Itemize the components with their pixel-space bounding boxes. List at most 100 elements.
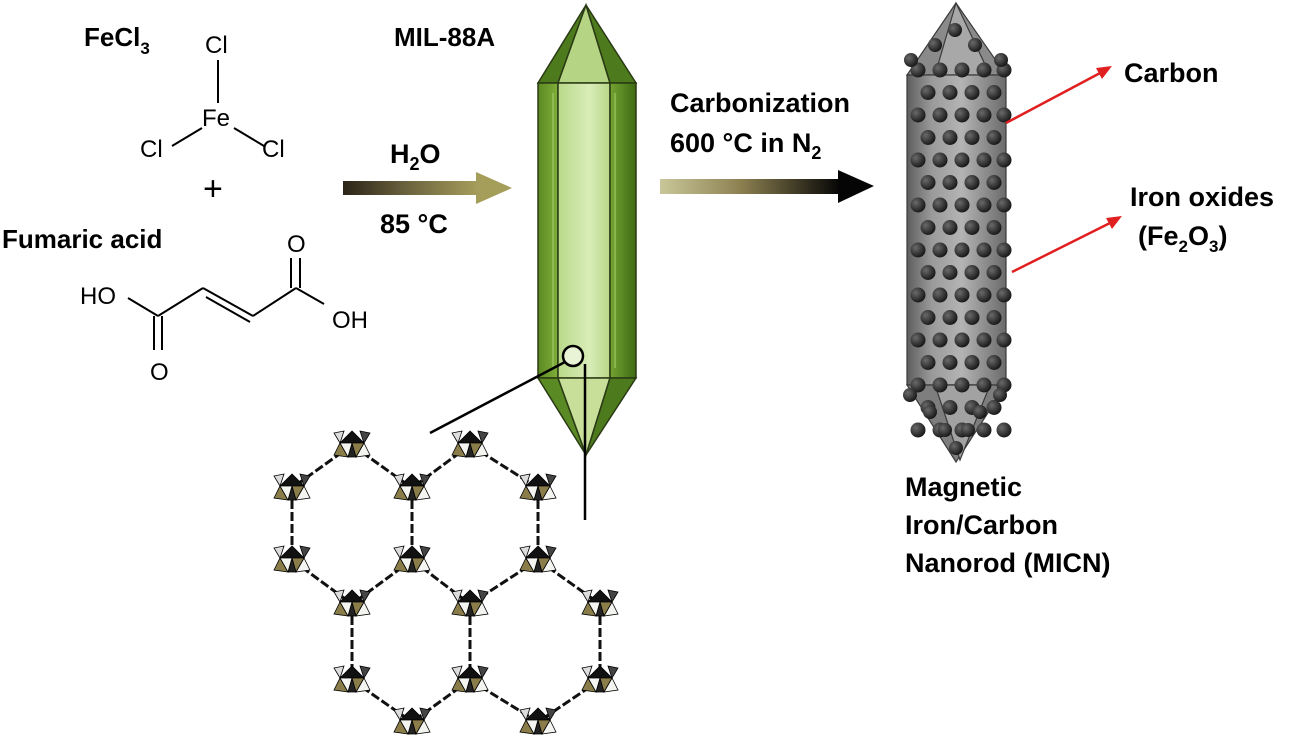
particle-dot [949, 441, 963, 455]
particle-dot [964, 85, 980, 100]
particle-dot [932, 62, 948, 78]
particle-dot [903, 388, 917, 402]
particle-dot [920, 265, 936, 280]
particle-dot [904, 53, 918, 67]
framework-node [451, 589, 489, 618]
mil-88a-crystal [536, 2, 638, 458]
product-name-line1: Magnetic [905, 472, 1022, 502]
fecl3-label: FeCl3 [84, 22, 150, 58]
fecl3-atom-cl-top: Cl [205, 32, 228, 59]
particle-dot [986, 220, 1002, 235]
framework-node [519, 545, 557, 574]
plus-sign: + [203, 170, 223, 208]
particle-dot [976, 377, 992, 393]
fumaric-atom-o-top: O [287, 231, 306, 258]
framework-node [393, 473, 431, 502]
particle-dot [942, 355, 958, 370]
particle-dot [954, 377, 970, 393]
particle-dot [993, 388, 1007, 402]
framework-node [273, 473, 311, 502]
particle-dot [932, 107, 948, 123]
particle-dot [910, 62, 926, 78]
particle-dot [986, 130, 1002, 145]
particle-dot [996, 422, 1012, 438]
particle-dot [996, 332, 1012, 348]
iron-oxides-label: Iron oxides [1130, 182, 1274, 212]
zoom-callout [429, 344, 587, 520]
particle-dot [910, 332, 926, 348]
particle-dot [994, 53, 1008, 67]
particle-dot [996, 107, 1012, 123]
iron-oxide-particles [903, 23, 1012, 455]
particle-dot [964, 220, 980, 235]
carbon-pointer [1005, 66, 1112, 125]
particle-dot [996, 197, 1012, 213]
particle-dot [920, 310, 936, 325]
particle-dot [976, 197, 992, 213]
particle-dot [932, 287, 948, 303]
particle-dot [986, 400, 1002, 415]
fumaric-atom-ho: HO [80, 283, 116, 310]
particle-dot [942, 310, 958, 325]
particle-dot [986, 310, 1002, 325]
particle-dot [932, 197, 948, 213]
framework-node [581, 589, 619, 618]
framework-node [333, 589, 371, 618]
particle-dot [996, 287, 1012, 303]
framework-node [519, 473, 557, 502]
framework-node [393, 707, 431, 736]
framework-node [273, 545, 311, 574]
particle-dot [932, 332, 948, 348]
carbonization-arrow [660, 170, 874, 203]
particle-dot [954, 242, 970, 258]
framework-node [393, 545, 431, 574]
particle-dot [976, 152, 992, 168]
fumaric-atom-o-bottom: O [150, 359, 169, 386]
particle-dot [968, 38, 982, 52]
particle-dot [976, 62, 992, 78]
particle-dot [923, 405, 937, 419]
particle-dot [964, 130, 980, 145]
particle-dot [910, 287, 926, 303]
particle-dot [964, 310, 980, 325]
fumaric-acid-label: Fumaric acid [2, 224, 162, 254]
particle-dot [910, 107, 926, 123]
particle-dot [976, 332, 992, 348]
framework-node [581, 665, 619, 694]
fumaric-acid-structure [127, 258, 325, 350]
particle-dot [964, 265, 980, 280]
particle-dot [996, 242, 1012, 258]
framework-node [519, 707, 557, 736]
fe2o3-label: (Fe2O3) [1138, 221, 1227, 256]
fecl3-atom-cl-left: Cl [140, 136, 163, 163]
product-name-line3: Nanorod (MICN) [905, 548, 1110, 578]
particle-dot [986, 85, 1002, 100]
framework-node [333, 665, 371, 694]
mof-hexagonal-framework [273, 430, 619, 736]
iron-oxide-pointer [1011, 216, 1122, 274]
carbonization-label: Carbonization [670, 88, 850, 118]
fecl3-structure: Cl Fe Cl Cl [140, 32, 285, 163]
particle-dot [942, 175, 958, 190]
solvent-label: H2O [390, 139, 441, 174]
particle-dot [942, 220, 958, 235]
particle-dot [954, 287, 970, 303]
product-name-line2: Iron/Carbon [905, 510, 1058, 540]
particle-dot [964, 175, 980, 190]
particle-dot [986, 265, 1002, 280]
particle-dot [954, 62, 970, 78]
particle-dot [910, 242, 926, 258]
particle-dot [986, 175, 1002, 190]
fumaric-atom-oh: OH [332, 307, 368, 334]
framework-node [451, 430, 489, 459]
particle-dot [932, 152, 948, 168]
particle-dot [973, 405, 987, 419]
framework-node [451, 665, 489, 694]
particle-dot [942, 400, 958, 415]
particle-dot [986, 355, 1002, 370]
particle-dot [920, 220, 936, 235]
particle-dot [976, 422, 992, 438]
particle-dot [942, 265, 958, 280]
particle-dot [910, 377, 926, 393]
